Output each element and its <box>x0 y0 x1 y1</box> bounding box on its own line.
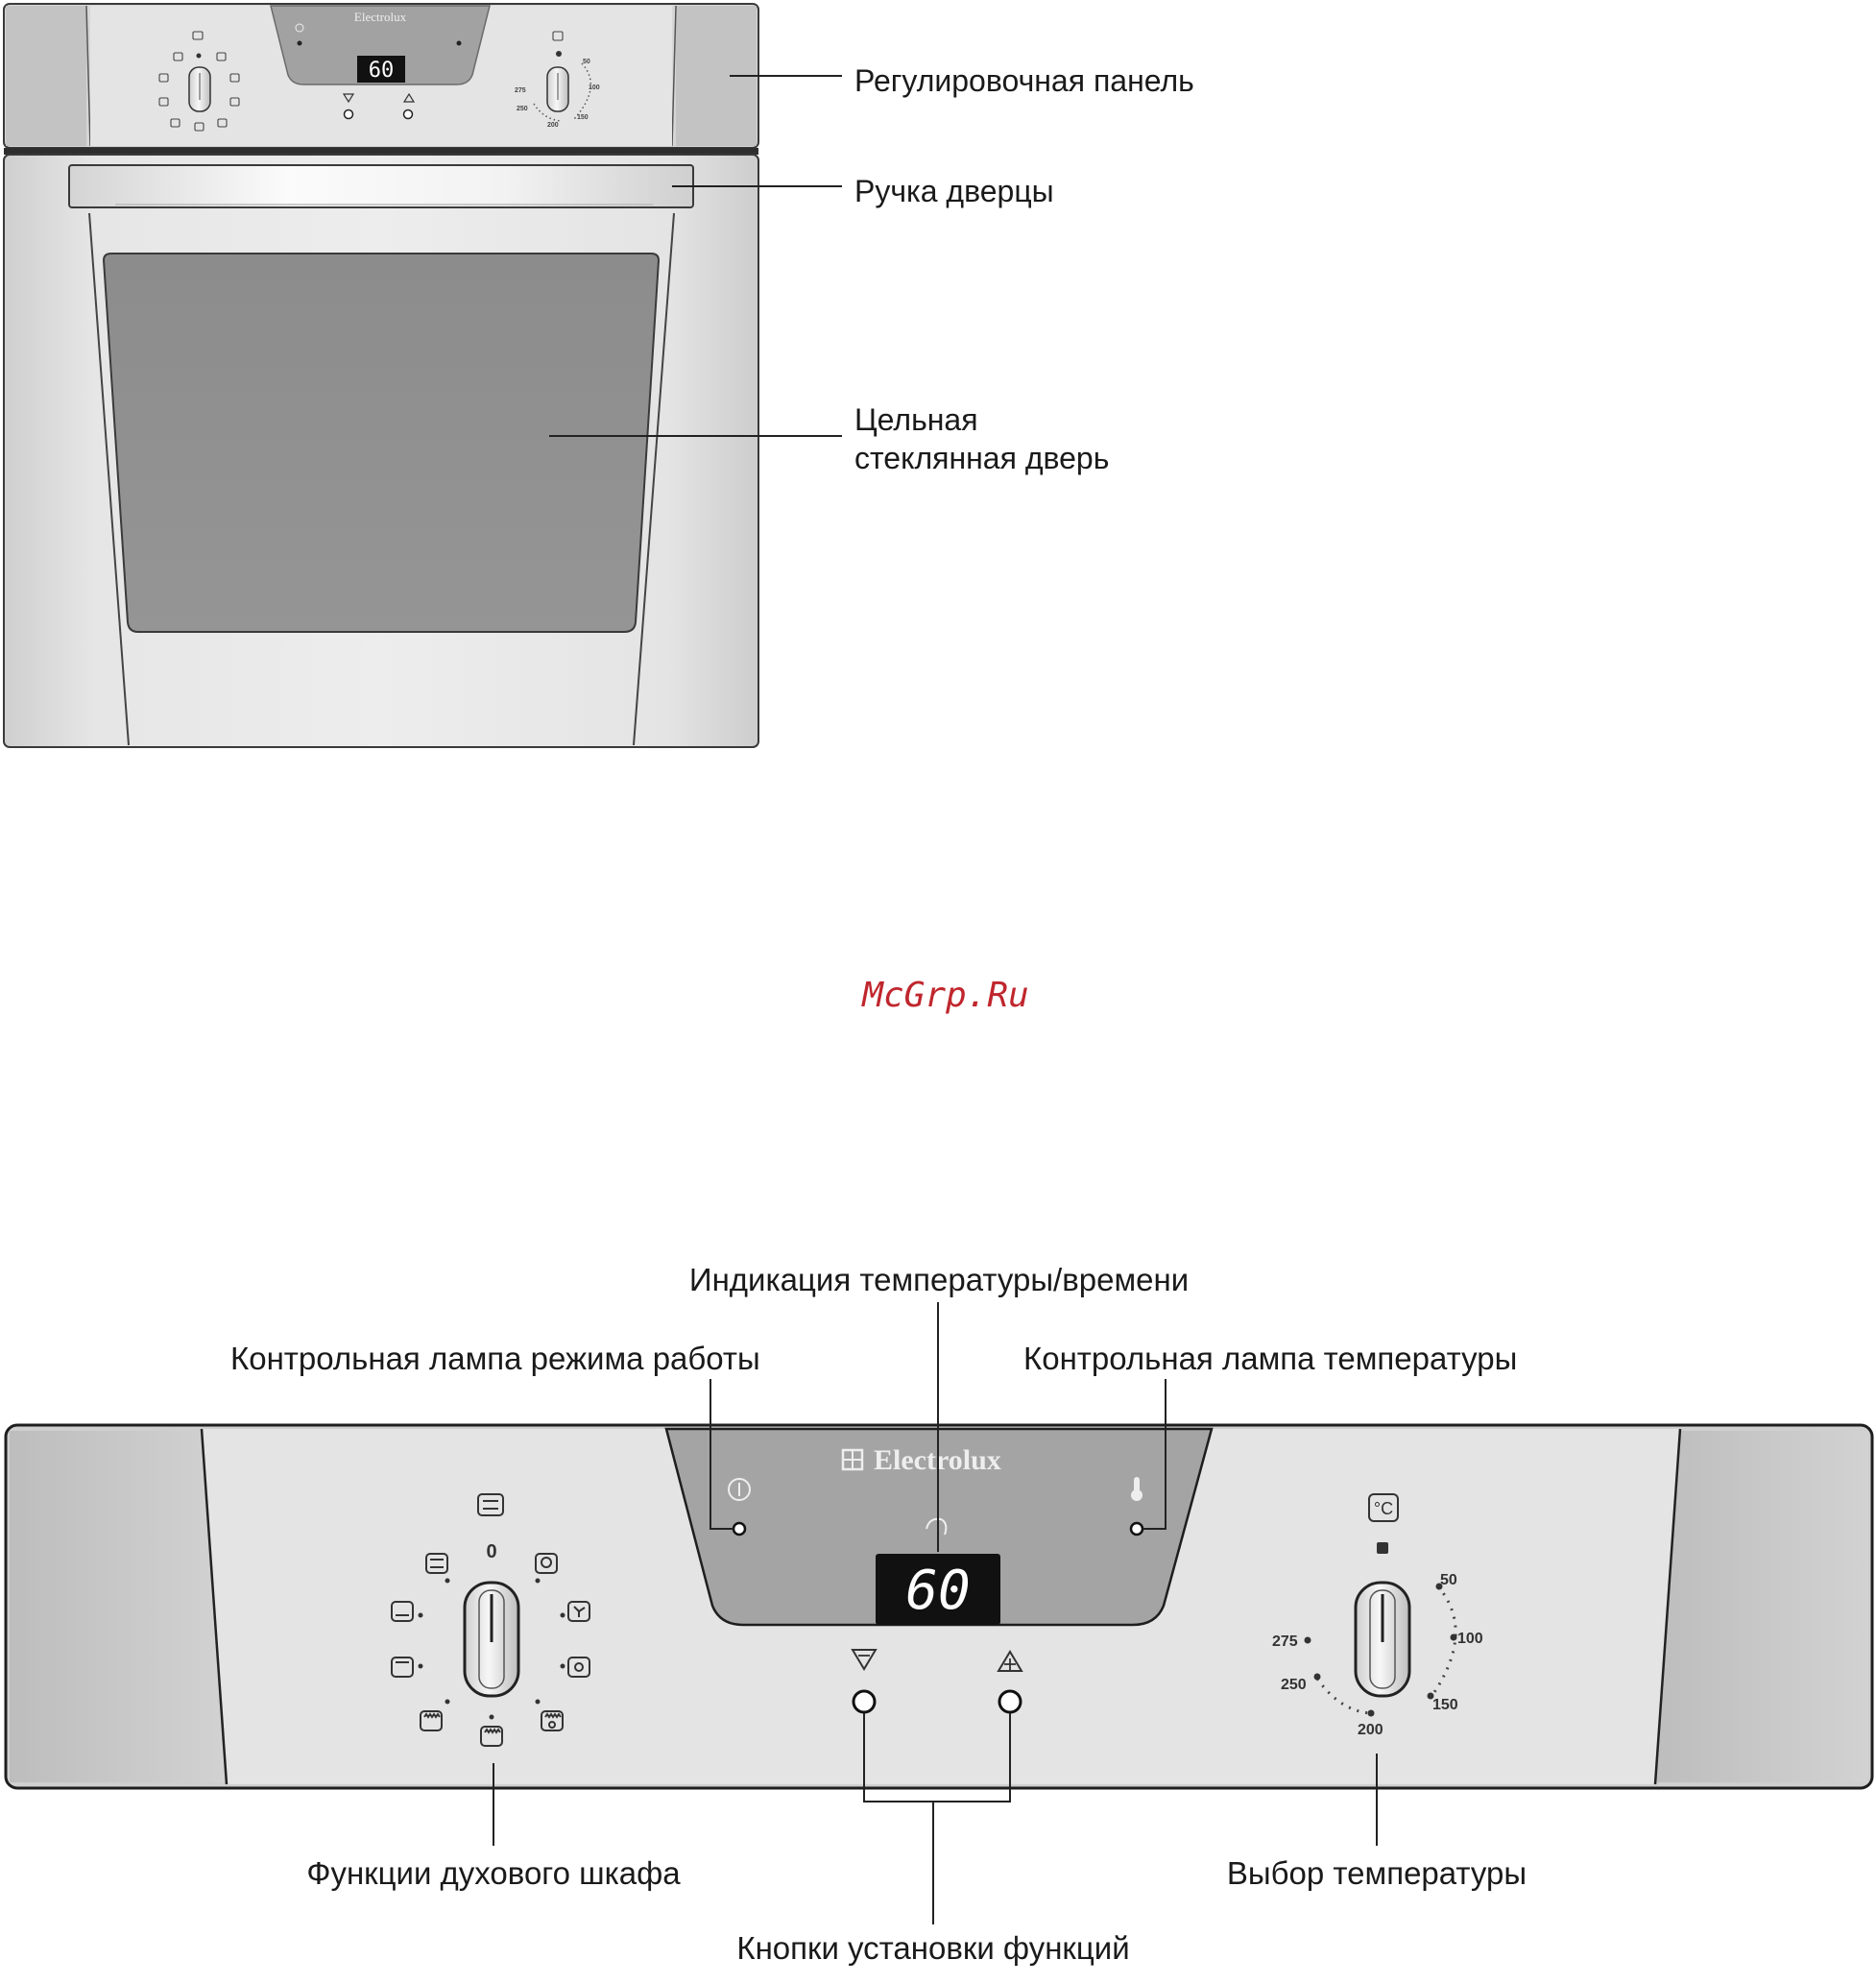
label-temperature-lamp: Контрольная лампа температуры <box>1023 1341 1517 1376</box>
operation-indicator-icon <box>728 1478 751 1501</box>
plus-button[interactable] <box>998 1689 1022 1714</box>
label-control-panel: Регулировочная панель <box>854 63 1194 98</box>
temperature-selector-knob[interactable] <box>1354 1581 1411 1698</box>
svg-text:100: 100 <box>589 85 600 91</box>
celsius-icon: °C <box>1368 1493 1399 1522</box>
oven-door <box>3 154 759 748</box>
thermometer-icon <box>1131 1477 1142 1501</box>
bottom-heat-icon <box>391 1601 414 1622</box>
svg-text:250: 250 <box>517 106 528 112</box>
temperature-lamp <box>1129 1521 1144 1536</box>
panel-callouts <box>493 1302 1378 1924</box>
small-brand-logo: Electrolux <box>354 10 407 24</box>
temp-100: 100 <box>1457 1631 1483 1647</box>
minus-icon <box>851 1649 878 1671</box>
timer-icon <box>926 1517 948 1536</box>
label-glass-door-line2: стеклянная дверь <box>854 441 1109 475</box>
label-function-buttons: Кнопки установки функций <box>736 1930 1129 1966</box>
dual-grill-icon <box>480 1726 503 1747</box>
oven-control-panel: Electrolux 60 <box>3 3 759 149</box>
label-display-indication: Индикация температуры/времени <box>689 1262 1189 1297</box>
temp-250: 250 <box>1281 1677 1307 1693</box>
plus-icon <box>997 1650 1023 1672</box>
temperature-off-mark <box>1377 1542 1388 1554</box>
oven-function-icons <box>391 1493 590 1747</box>
display-value: 60 <box>905 1560 970 1622</box>
temperature-scale-arc-right <box>1429 1585 1457 1699</box>
oven-callouts <box>549 75 842 437</box>
door-handle <box>68 164 694 208</box>
top-heat-icon <box>477 1493 504 1516</box>
temp-275: 275 <box>1272 1633 1298 1650</box>
conventional-heat-icon <box>425 1553 448 1574</box>
upper-heat-icon <box>391 1657 414 1678</box>
control-panel-detail: Electrolux 60 <box>4 1423 1874 1790</box>
svg-text:275: 275 <box>515 87 526 94</box>
small-display-value: 60 <box>369 59 395 83</box>
function-selector-knob[interactable] <box>463 1581 520 1698</box>
label-operation-lamp: Контрольная лампа режима работы <box>230 1341 760 1376</box>
operation-lamp <box>732 1521 747 1536</box>
glass-window <box>102 253 661 633</box>
lamp-icon <box>535 1553 558 1574</box>
minus-button[interactable] <box>852 1689 877 1714</box>
function-position-dots <box>418 1578 565 1720</box>
label-door-handle: Ручка дверцы <box>854 174 1054 208</box>
svg-text:50: 50 <box>583 59 590 65</box>
svg-text:200: 200 <box>547 122 559 129</box>
label-glass-door-line1: Цельная <box>854 402 978 437</box>
temperature-scale-arc-left <box>1315 1678 1372 1715</box>
temp-150: 150 <box>1432 1697 1458 1713</box>
oven-front: Electrolux 60 <box>3 3 759 748</box>
svg-text:°C: °C <box>1374 1499 1393 1518</box>
fan-bake-icon <box>567 1601 590 1622</box>
digital-display <box>876 1554 1000 1625</box>
temp-50: 50 <box>1440 1572 1457 1588</box>
label-oven-functions: Функции духового шкафа <box>306 1855 681 1891</box>
fan-heat-icon <box>567 1657 590 1678</box>
watermark: McGrp.Ru <box>860 976 1028 1015</box>
fan-grill-icon <box>541 1710 564 1731</box>
off-position-mark: 0 <box>486 1541 496 1562</box>
temp-200: 200 <box>1358 1722 1383 1738</box>
grill-icon <box>420 1710 443 1731</box>
svg-text:150: 150 <box>577 114 589 121</box>
label-temperature-selection: Выбор температуры <box>1227 1855 1527 1891</box>
